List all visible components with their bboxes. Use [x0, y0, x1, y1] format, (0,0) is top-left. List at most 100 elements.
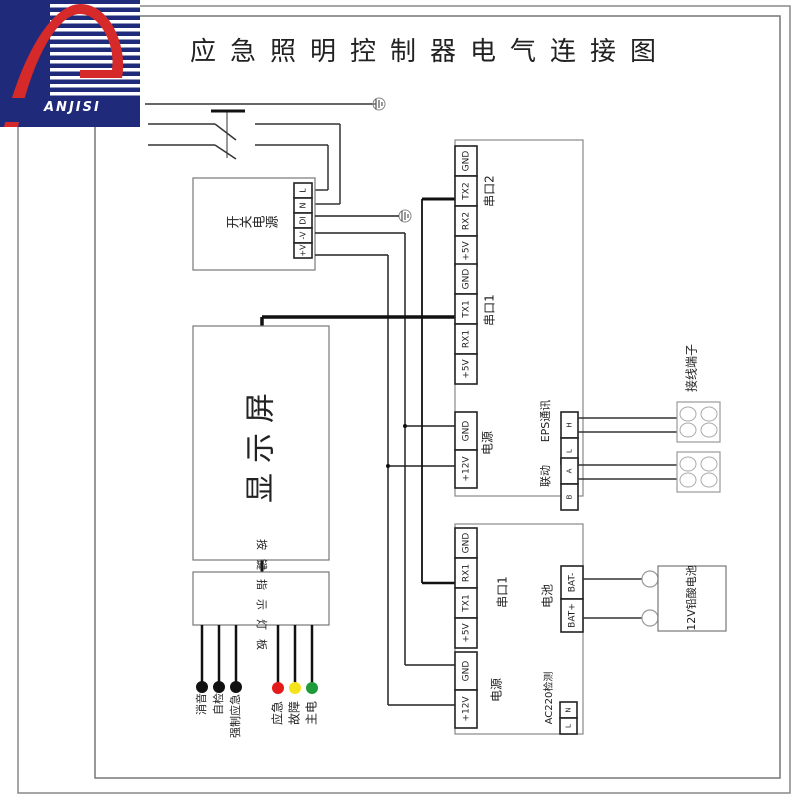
charger-serial1-terminal-label: TX1	[462, 594, 472, 612]
linkage-label: 联动	[539, 465, 552, 487]
charger-serial1-terminal	[454, 617, 478, 649]
power-supply-terminal-label: +V	[299, 244, 308, 257]
display-box	[192, 325, 330, 561]
ground-icon	[370, 97, 386, 111]
eps-terminal-label: H	[566, 422, 574, 427]
terminal-block-label: 接线端子	[684, 344, 699, 392]
serial2-terminal-label: GND	[462, 151, 472, 172]
logo-stripe	[50, 60, 140, 64]
logo-stripe	[50, 52, 140, 56]
lamp-dot	[272, 682, 284, 694]
serial2-terminal-label: +5V	[462, 240, 472, 260]
lamp-dot	[306, 682, 318, 694]
button-dot	[196, 681, 208, 693]
main-power-terminal-label: +12V	[462, 456, 472, 482]
lamp-label: 应急	[270, 701, 285, 725]
logo-stripe	[50, 36, 140, 40]
lamp-label: 故障	[287, 701, 302, 725]
power-supply-terminal-label: -V	[299, 231, 308, 239]
terminal-blocks	[676, 401, 721, 493]
inner-frame	[94, 15, 781, 779]
charger-power-terminal-label: GND	[462, 661, 472, 682]
charger-serial1-terminal-label: GND	[462, 533, 472, 554]
power-supply-terminal	[293, 242, 313, 259]
main-power-terminal-label: GND	[462, 421, 472, 442]
serial1-label: 串口1	[483, 294, 497, 326]
logo-stripe	[50, 84, 140, 88]
linkage-terminal	[560, 483, 579, 511]
power-supply-label: 开关电源	[226, 216, 278, 232]
button-dot	[230, 681, 242, 693]
serial-bus-wiring	[260, 197, 455, 585]
mains-wiring	[145, 103, 372, 205]
terminal-screw	[679, 406, 697, 422]
serial2-terminal-label: TX2	[462, 182, 472, 200]
button-dot	[213, 681, 225, 693]
linkage-terminal-label: B	[566, 494, 574, 499]
power-supply-terminal-label: N	[299, 202, 308, 208]
ac-detect-terminal-label: N	[565, 707, 573, 712]
terminal-screw	[700, 422, 718, 438]
battery-wiring	[583, 578, 642, 619]
serial1-terminal-label: TX1	[462, 300, 472, 318]
ac-detect-terminal-label: L	[565, 724, 573, 728]
main-power-terminal	[454, 449, 478, 489]
serial1-terminal-label: +5V	[462, 358, 472, 378]
terminal-screw	[679, 456, 697, 472]
ac-detect-label: AC220检测	[542, 672, 555, 725]
serial1-terminal-label: GND	[462, 269, 472, 290]
serial1-terminal-label: RX1	[462, 330, 472, 348]
logo-stripe	[50, 44, 140, 48]
main-board-terminals: GNDTX2RX2+5V串口2GNDTX1RX1+5V串口1GND+12V电源H…	[454, 145, 579, 511]
charger-serial1-terminal-label: RX1	[462, 564, 472, 582]
logo-stripe	[50, 20, 140, 24]
serial2-terminal-label: RX2	[462, 212, 472, 230]
serial2-label: 串口2	[483, 175, 497, 207]
battery-port-terminal-label: BAT-	[568, 573, 578, 593]
brand-logo: ANJISI	[0, 0, 140, 127]
terminal-screw	[700, 406, 718, 422]
battery-box	[657, 565, 727, 632]
power-supply-terminals: L N DI -V +V	[293, 182, 313, 259]
logo-graphic	[0, 0, 140, 127]
outer-frame	[17, 5, 791, 794]
junction-dot	[403, 424, 407, 428]
charger-serial1-terminal-label: +5V	[462, 622, 472, 642]
battery-terminal-ring	[641, 570, 659, 588]
charger-power-terminal-label: +12V	[462, 696, 472, 722]
power-supply-wiring	[315, 215, 455, 706]
keypad-leads: 消音自检强制应急应急故障主电	[194, 625, 319, 738]
charger-board-terminals: GNDRX1TX1+5V串口1GND+12V电源BAT-BAT+电池NLAC22…	[454, 527, 584, 735]
ground-icon	[398, 209, 412, 223]
linkage-terminal-label: A	[566, 468, 574, 473]
keypad-board-box	[192, 571, 330, 626]
logo-stripe	[50, 92, 140, 96]
diagram-title: 应急照明控制器电气连接图	[190, 37, 670, 67]
power-supply-terminal-label: L	[299, 188, 308, 193]
lamp-dot	[289, 682, 301, 694]
logo-stripe	[50, 4, 140, 8]
battery-port-label: 电池	[541, 584, 555, 608]
terminal-screw	[700, 456, 718, 472]
charger-serial1-label: 串口1	[496, 576, 510, 608]
keypad-board-label: 按键指示灯板	[255, 539, 269, 659]
eps-terminal-label: L	[566, 449, 574, 453]
eps-label: EPS通讯	[539, 400, 552, 443]
display-label: 显示屏	[244, 383, 279, 503]
logo-stripe	[50, 68, 140, 72]
terminal-screw	[679, 472, 697, 488]
terminal-screw	[679, 422, 697, 438]
charger-power-terminal	[454, 689, 478, 729]
button-label: 强制应急	[228, 694, 242, 738]
battery-terminal-ring	[641, 609, 659, 627]
power-supply-terminal-label: DI	[299, 216, 308, 225]
charger-power-label: 电源	[490, 678, 504, 702]
brand-name: ANJISI	[44, 100, 101, 115]
main-power-label: 电源	[481, 431, 495, 455]
button-label: 消音	[194, 693, 208, 715]
ac-detect-terminal	[559, 717, 578, 735]
logo-stripe	[50, 28, 140, 32]
battery-port-terminal-label: BAT+	[568, 603, 578, 628]
